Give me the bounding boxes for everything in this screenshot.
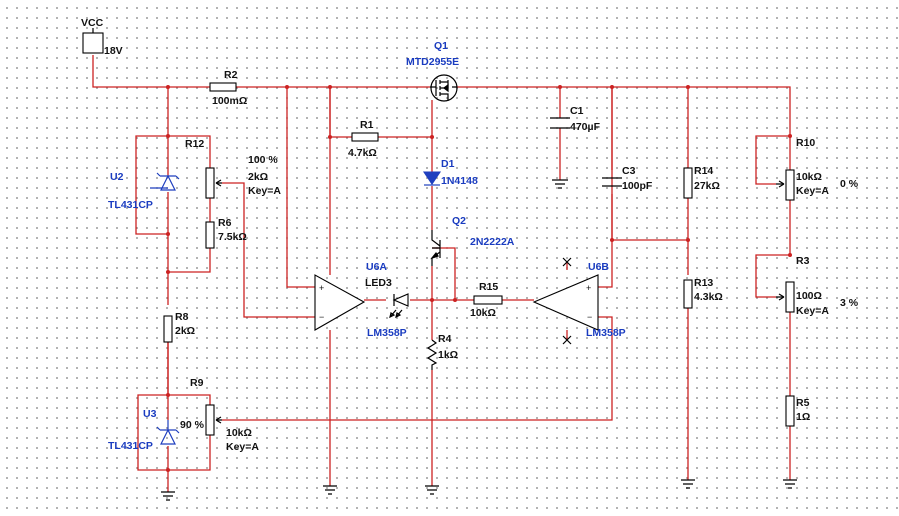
d1-ref: D1	[441, 158, 455, 170]
r3-setting: 3 %	[840, 297, 859, 309]
r9-key: Key=A	[226, 441, 259, 453]
u6a-minus-pin: −	[319, 312, 324, 322]
u2-ref: U2	[110, 171, 124, 183]
r13-ref: R13	[694, 277, 713, 289]
vcc-source[interactable]: VCC 18V	[81, 17, 123, 57]
potentiometer-r9[interactable]: R9 90 % 10kΩ Key=A	[180, 377, 259, 453]
opamp-u6b[interactable]: + − U6B LM358P	[532, 257, 626, 345]
r4-ref: R4	[438, 333, 452, 345]
shunt-regulator-u2[interactable]: U2 TL431CP	[108, 171, 180, 211]
c3-value: 100pF	[622, 180, 653, 192]
r6-ref: R6	[218, 217, 232, 229]
r5-value: 1Ω	[796, 411, 810, 423]
q1-part: MTD2955E	[406, 56, 459, 68]
r2-ref: R2	[224, 69, 238, 81]
r10-setting: 0 %	[840, 178, 859, 190]
capacitor-c1[interactable]: C1 470µF	[550, 105, 601, 189]
q2-ref: Q2	[452, 215, 466, 227]
resistor-r4[interactable]: R4 1kΩ	[426, 333, 458, 370]
c1-ref: C1	[570, 105, 584, 117]
q2-part: 2N2222A	[470, 236, 515, 248]
potentiometer-r12[interactable]: R12 100 % 2kΩ Key=A	[185, 138, 281, 199]
resistor-r14[interactable]: R14 27kΩ	[683, 165, 720, 199]
c3-ref: C3	[622, 165, 636, 177]
resistor-r13[interactable]: R13 4.3kΩ	[683, 277, 723, 309]
r12-ref: R12	[185, 138, 204, 150]
r2-value: 100mΩ	[212, 95, 247, 107]
capacitor-c3[interactable]: C3 100pF	[602, 165, 653, 192]
led-led3[interactable]: LED3	[365, 277, 409, 319]
c1-value: 470µF	[570, 121, 601, 133]
potentiometer-r3[interactable]: R3 100Ω Key=A 3 %	[776, 255, 859, 317]
resistor-r2[interactable]: R2 100mΩ	[209, 69, 247, 107]
resistor-r5[interactable]: R5 1Ω	[785, 395, 810, 427]
r12-value: 2kΩ	[248, 171, 268, 183]
u3-ref: U3	[143, 408, 157, 420]
r10-key: Key=A	[796, 185, 829, 197]
r3-key: Key=A	[796, 305, 829, 317]
r4-value: 1kΩ	[438, 349, 458, 361]
r9-ref: R9	[190, 377, 204, 389]
r9-setting: 90 %	[180, 419, 205, 431]
resistor-r6[interactable]: R6 7.5kΩ	[205, 217, 247, 249]
r3-value: 100Ω	[796, 290, 822, 302]
u6b-minus-pin: −	[587, 312, 592, 322]
r1-value: 4.7kΩ	[348, 147, 377, 159]
r13-value: 4.3kΩ	[694, 291, 723, 303]
r15-ref: R15	[479, 281, 498, 293]
u2-part: TL431CP	[108, 199, 153, 211]
u6a-ref: U6A	[366, 261, 387, 273]
diode-d1[interactable]: D1 1N4148	[422, 158, 478, 187]
r3-ref: R3	[796, 255, 810, 267]
r1-ref: R1	[360, 119, 374, 131]
r14-value: 27kΩ	[694, 180, 720, 192]
r10-ref: R10	[796, 137, 815, 149]
u6b-part: LM358P	[586, 327, 626, 339]
resistor-r1[interactable]: R1 4.7kΩ	[348, 119, 379, 159]
r9-value: 10kΩ	[226, 427, 252, 439]
q1-ref: Q1	[434, 40, 448, 52]
transistor-q2[interactable]: Q2 2N2222A	[430, 215, 515, 266]
vcc-value: 18V	[104, 45, 123, 57]
d1-part: 1N4148	[441, 175, 478, 187]
potentiometer-r10[interactable]: R10 10kΩ Key=A 0 %	[776, 137, 859, 201]
shunt-regulator-u3[interactable]: U3 TL431CP	[108, 408, 180, 452]
vcc-label: VCC	[81, 17, 104, 29]
u6a-part: LM358P	[367, 327, 407, 339]
ground-symbols	[161, 479, 797, 501]
r12-setting: 100 %	[248, 154, 278, 166]
led3-ref: LED3	[365, 277, 392, 289]
r6-value: 7.5kΩ	[218, 231, 247, 243]
r8-ref: R8	[175, 311, 189, 323]
opamp-u6a[interactable]: + − U6A LM358P	[314, 261, 407, 339]
r14-ref: R14	[694, 165, 713, 177]
u6a-plus-pin: +	[319, 283, 324, 293]
u6b-ref: U6B	[588, 261, 609, 273]
r15-value: 10kΩ	[470, 307, 496, 319]
u6b-plus-pin: +	[586, 283, 591, 293]
r10-value: 10kΩ	[796, 171, 822, 183]
r5-ref: R5	[796, 397, 810, 409]
r8-value: 2kΩ	[175, 325, 195, 337]
junction-dots	[166, 85, 792, 472]
resistor-r15[interactable]: R15 10kΩ	[470, 281, 503, 319]
r12-key: Key=A	[248, 185, 281, 197]
mosfet-q1[interactable]: Q1 MTD2955E	[406, 40, 459, 102]
u3-part: TL431CP	[108, 440, 153, 452]
resistor-r8[interactable]: R8 2kΩ	[163, 311, 195, 343]
